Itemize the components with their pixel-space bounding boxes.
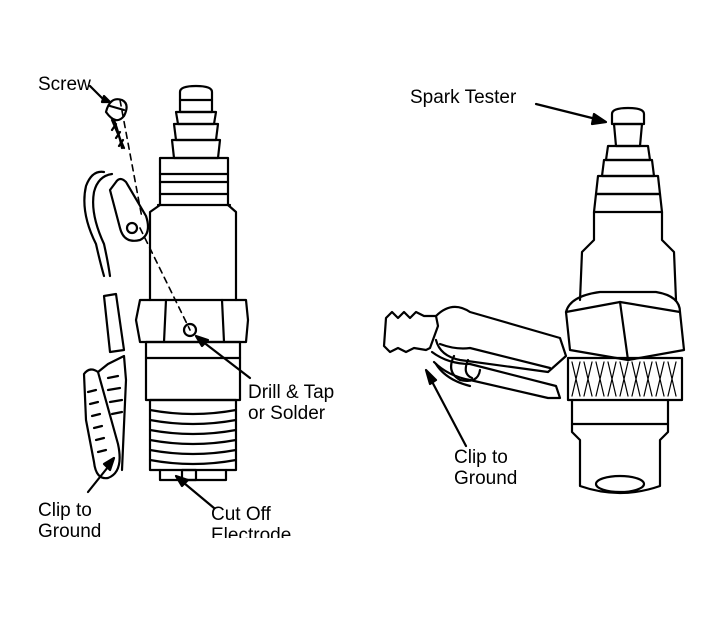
screw-part [104, 98, 128, 150]
screw-label-text: Screw [38, 74, 91, 95]
drill-tap-line1: Drill & Tap [248, 382, 335, 403]
clip-right-line2: Ground [454, 468, 518, 489]
cutoff-line1: Cut Off [211, 504, 271, 525]
cutoff-line2: Electrode [211, 525, 292, 538]
screw-label: Screw [38, 74, 91, 95]
ring-terminal [83, 170, 150, 278]
clip-left-line1: Clip to [38, 500, 92, 521]
spark-tester-text: Spark Tester [410, 87, 517, 108]
cut-off-electrode-label: Cut Off Electrode [211, 504, 291, 538]
drill-tap-line2: or Solder [248, 403, 326, 424]
clip-right-line1: Clip to [454, 447, 508, 468]
left-spark-plug [134, 84, 250, 482]
spark-tester-label: Spark Tester [410, 87, 516, 108]
right-spark-tester [564, 106, 686, 495]
clip-left-line2: Ground [38, 521, 102, 542]
right-alligator-clip [382, 305, 568, 400]
clip-to-ground-left-label: Clip to Ground [38, 500, 101, 542]
left-alligator-clip [82, 292, 128, 480]
clip-to-ground-right-label: Clip to Ground [454, 447, 517, 489]
drill-tap-label: Drill & Tap or Solder [248, 382, 334, 424]
